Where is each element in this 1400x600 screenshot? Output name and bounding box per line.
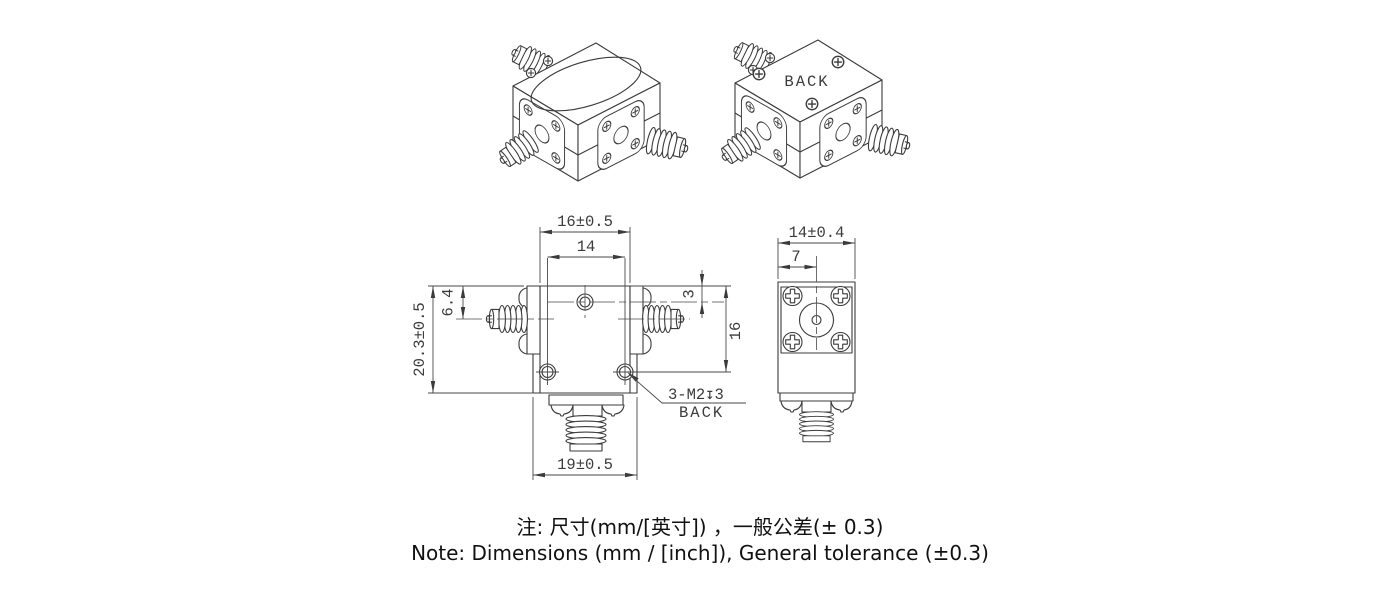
iso-view-back: BACK — [716, 37, 913, 178]
bottom-flange-lobe — [780, 400, 803, 413]
dim-width-bottom-label: 19±0.5 — [557, 456, 613, 474]
dim-height-label: 20.3±0.5 — [411, 302, 429, 376]
extension-line — [428, 285, 533, 394]
dim-side-width-label: 14±0.4 — [789, 224, 845, 242]
bottom-flange-tab — [801, 400, 832, 413]
back-face-screw — [805, 97, 819, 111]
bottom-flange-tab — [572, 404, 603, 417]
bottom-flange-lobe — [830, 400, 853, 413]
iso-view-front — [494, 40, 691, 181]
screw-callout-label: 3-M2↧3 — [668, 386, 724, 404]
note-line-en: Note: Dimensions (mm / [inch]), General … — [411, 541, 989, 565]
side-bottom-step — [779, 392, 854, 402]
screw-callout-face-label: BACK — [679, 404, 724, 422]
leader-line — [629, 374, 746, 404]
dim-hole-offset-label: 3 — [681, 289, 699, 298]
back-face-screw — [831, 55, 845, 69]
back-face-screw — [752, 67, 766, 81]
back-face-label: BACK — [784, 73, 829, 91]
flange-lobe — [642, 333, 652, 355]
right-flange-plate — [629, 285, 644, 355]
flange-screw — [782, 331, 803, 353]
extension-line — [539, 227, 631, 283]
left-flange-plate — [526, 285, 541, 355]
flange-lobe — [518, 287, 528, 309]
note-line-zh: 注: 尺寸(mm/[英寸]) ，一般公差(± 0.3) — [516, 515, 884, 539]
bottom-step — [548, 394, 624, 406]
dim-width-top-label: 16±0.5 — [557, 213, 613, 231]
front-view-dimensions: 16±0.5 14 20.3±0.5 6.4 3 16 19±0.5 3-M2↧… — [411, 213, 746, 480]
dim-hole-span-label: 16 — [727, 322, 745, 341]
flange-screw — [782, 285, 803, 307]
base-outline — [532, 353, 638, 394]
flange-screw — [830, 331, 851, 353]
drawing-notes: 注: 尺寸(mm/[英寸]) ，一般公差(± 0.3) Note: Dimens… — [0, 514, 1400, 566]
bottom-flange-lobe — [601, 404, 625, 417]
bottom-port-connector — [565, 415, 607, 452]
flange-lobe — [518, 333, 528, 355]
bottom-flange-lobe — [550, 404, 574, 417]
dim-port-center-label: 7 — [791, 248, 800, 266]
dim-hole-spacing-label: 14 — [577, 238, 596, 256]
flange-lobe — [642, 287, 652, 309]
flange-screw — [830, 285, 851, 307]
side-view-dimensions: 14±0.4 7 — [777, 224, 856, 350]
extension-line — [532, 397, 638, 480]
top-face-circle — [530, 56, 642, 112]
side-bottom-connector — [799, 411, 834, 443]
iso-body-front — [494, 40, 691, 181]
dim-port-offset-label: 6.4 — [440, 289, 458, 317]
extension-line — [547, 258, 626, 385]
